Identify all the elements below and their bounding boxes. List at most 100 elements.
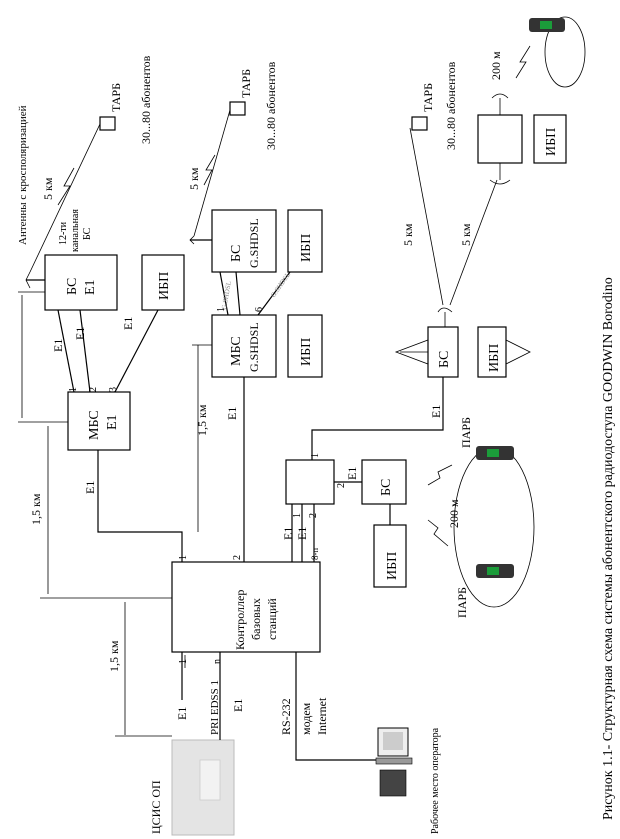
bs-e1-title: БС	[65, 278, 80, 295]
port-mux-out-1: 1	[310, 453, 321, 458]
bs-e1-box	[44, 254, 118, 311]
e1-label-ctrl-1: E1	[281, 527, 295, 540]
mux-box	[285, 459, 335, 505]
e1-label-mbs-bs2: E1	[73, 327, 87, 340]
radio-link-tower-1	[409, 127, 444, 306]
antenna-icon-left	[25, 271, 31, 289]
port-ctrl-in-1: 1	[178, 555, 189, 560]
link-mbs-controller	[97, 450, 183, 562]
parb-label-2: ПАРБ	[455, 587, 469, 618]
ibp-mid-label: ИБП	[299, 338, 314, 366]
tarb-terminal-1	[99, 116, 116, 131]
figure-caption: Рисунок 1.1- Структурная схема системы а…	[601, 277, 616, 820]
ibp-box-left	[141, 254, 185, 311]
ibp-repeater-label: ИБП	[544, 128, 559, 156]
tarb-terminal-3	[411, 116, 428, 131]
subs-label-1: 30...80 абонентов	[139, 55, 153, 144]
zigzag-left	[57, 167, 75, 206]
mbs-e1-box	[67, 391, 131, 451]
pri-label: PRI EDSS 1	[209, 680, 221, 735]
bs-e1-sub: E1	[83, 279, 98, 295]
dish-tower-icon	[437, 307, 453, 313]
ibp-lower-label: ИБП	[385, 552, 400, 580]
e1-label-ctrl-2: E1	[295, 527, 309, 540]
radio-link-tower-2	[449, 179, 498, 306]
link-mbsg-bsg-6	[257, 271, 291, 316]
mbs-e1-title: МБС	[87, 410, 102, 440]
link-modem	[295, 720, 380, 761]
modem-label: модем	[299, 702, 313, 735]
zigzag-lower-1	[427, 464, 453, 486]
e1-label-mid: E1	[225, 407, 239, 420]
zigzag-mid	[203, 154, 216, 186]
tarb-label-3: ТАРБ	[421, 83, 435, 112]
mbs-gshdsl-sub: G.SHDSL	[247, 322, 261, 372]
port-mux-out-2: 2	[336, 483, 347, 488]
tower-icon-right	[505, 339, 531, 365]
km15-label-1: 1,5 км	[29, 493, 43, 525]
mbs-e1-sub: E1	[105, 414, 120, 430]
port-ctrl-in-2: 2	[232, 555, 243, 560]
e1-label-exchange: E1	[175, 707, 189, 720]
e1-label-pri: E1	[231, 699, 245, 712]
bs12-line3: БС	[82, 227, 93, 240]
bs-gshdsl-box	[211, 209, 277, 273]
controller-line3: станций	[265, 598, 279, 640]
m200-label-1: 200 м	[447, 499, 461, 528]
subs-label-2: 30...80 абонентов	[264, 61, 278, 150]
ibp-left-label: ИБП	[157, 272, 172, 300]
port-mux-1: 1	[292, 513, 303, 518]
antennas-label: Антенны с кросполяризацией	[17, 105, 29, 245]
workstation-label: Рабочее место оператора	[430, 727, 441, 834]
controller-label: Контроллер базовых станций	[233, 590, 279, 650]
link-mbsg-bsg-2	[235, 271, 241, 316]
port-mux-8n: 8-n	[310, 548, 320, 560]
ibp-tower-label: ИБП	[487, 344, 502, 372]
port-mbsg-1: 1	[216, 307, 227, 312]
km5-label-3: 5 км	[401, 223, 415, 246]
ibp-box-mid	[287, 314, 323, 378]
km15-label-2: 1,5 км	[107, 640, 121, 672]
repeater-box	[477, 114, 523, 164]
ibp-box-tower	[477, 326, 507, 378]
port-mbsg-6: 6	[254, 307, 265, 312]
subs-label-3: 30...80 абонентов	[444, 61, 458, 150]
mbs-gshdsl-box	[211, 314, 277, 378]
tarb-label-1: ТАРБ	[109, 83, 123, 112]
bs12-line1: 12-ти	[58, 221, 69, 245]
e1-label-mbs-bs1: E1	[51, 339, 65, 352]
link-mbs-bs-2	[79, 309, 91, 393]
bs12-label: 12-ти канальная БС	[58, 209, 93, 252]
mbs-gshdsl-title: МБС	[229, 336, 244, 366]
e1-label-mbs-ibp: E1	[121, 317, 135, 330]
zigzag-lower-2	[427, 519, 449, 547]
port-ctrl-out-1: 1	[178, 659, 189, 664]
ibp-mid-top-label: ИБП	[299, 234, 314, 262]
internet-label: Internet	[315, 697, 329, 735]
e1-label-tower: E1	[429, 405, 443, 418]
tarb-terminal-2	[229, 101, 246, 116]
link-mbsg-bsg-1	[219, 271, 229, 316]
port-mux-2: 2	[308, 513, 319, 518]
m200-label-2: 200 м	[489, 51, 503, 80]
radio-link-mid	[193, 109, 231, 237]
bs-gshdsl-title: БС	[229, 245, 244, 262]
exchange-panel	[199, 759, 221, 801]
controller-line1: Контроллер	[233, 590, 247, 650]
exchange-label: ЦСИС ОП	[149, 780, 163, 834]
bs-tower-label: БС	[437, 351, 452, 368]
km5-label-1: 5 км	[41, 177, 55, 200]
km5-label-2: 5 км	[187, 167, 201, 190]
tarb-label-2: ТАРБ	[239, 69, 253, 98]
e1-label-left: E1	[83, 481, 97, 494]
coverage-top	[544, 16, 586, 88]
e1-label-mux-bs: E1	[345, 467, 359, 480]
computer-tower-icon	[379, 769, 407, 797]
link-mux-tower	[311, 377, 444, 460]
controller-box	[171, 561, 321, 653]
port-mbs-2: 2	[88, 387, 99, 392]
ibp-box-lower	[373, 524, 407, 588]
rs232-label: RS-232	[279, 698, 293, 735]
port-mbs-3: 3	[108, 387, 119, 392]
port-ctrl-out-n: n	[212, 659, 223, 664]
